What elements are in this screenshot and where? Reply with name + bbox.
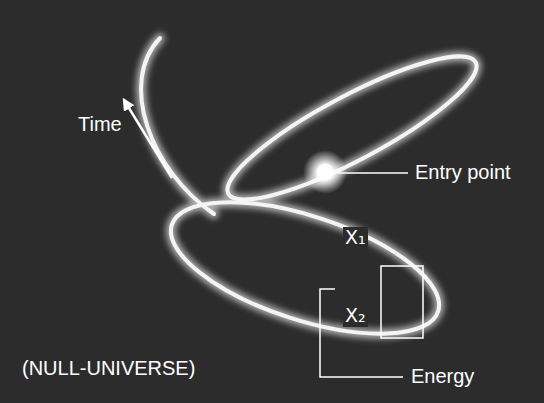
entry-glow [303, 150, 347, 194]
energy-box [381, 266, 423, 338]
variable-label: X₂ [343, 305, 368, 327]
entry-dot [317, 164, 333, 180]
energy-label: Energy [409, 365, 476, 388]
entry-label: Entry point [413, 161, 513, 184]
time-arrow [124, 100, 172, 178]
universe-label: (NULL-UNIVERSE) [20, 357, 197, 380]
time-label: Time [76, 113, 124, 136]
variable-label: X₁ [343, 227, 368, 249]
leader-line [338, 172, 408, 174]
energy-bracket [320, 289, 403, 377]
orbit-loops [141, 34, 491, 361]
